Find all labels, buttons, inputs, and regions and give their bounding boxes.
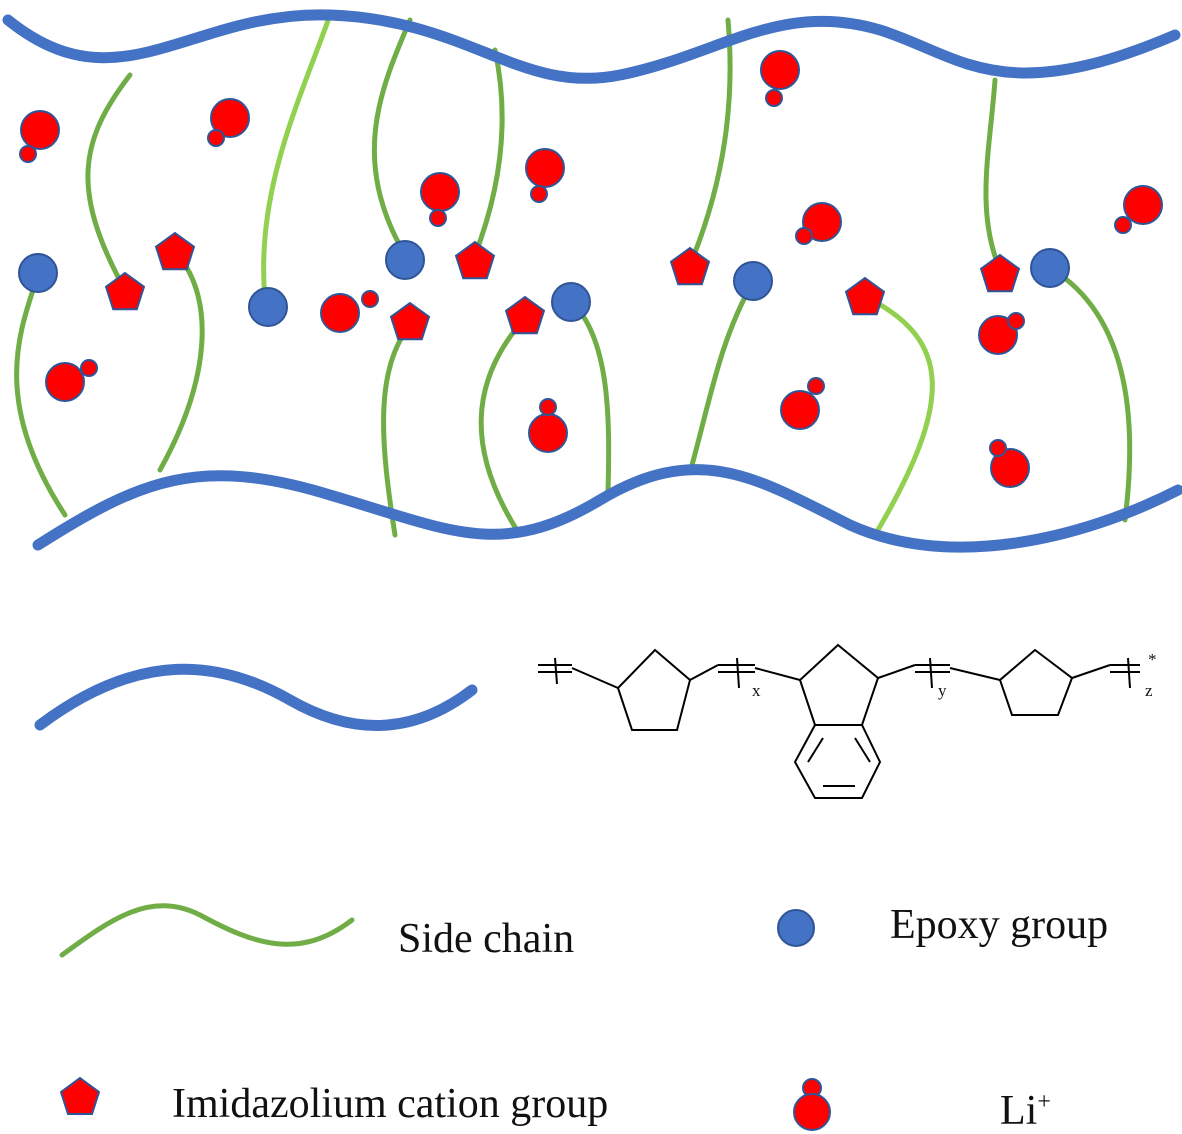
red-double-circle-icon [793,1078,831,1131]
side-chain [261,12,333,303]
imidazolium-cation-group [454,240,496,280]
side-chain [1047,265,1133,523]
imidazolium-cation-group [979,253,1021,293]
chain-end-mark: * [1148,650,1157,669]
side-chain [371,17,413,258]
imidazolium-cation-group [504,295,546,335]
subscript-x: x [752,681,761,700]
top-backbone [2,9,1181,84]
backbones [2,9,1182,553]
epoxy-group-label: Epoxy group [890,902,1109,948]
side-chain [983,77,1003,273]
cyclopentane-ring [616,648,692,731]
subscript-z: z [1145,681,1153,700]
cation-groups [104,231,1021,341]
li-ion [45,359,98,402]
blue-circle-icon [777,909,815,947]
li-charge: + [1037,1089,1051,1115]
imidazolium-cation-group-label: Imidazolium cation group [172,1081,609,1127]
side-chains [14,12,1133,538]
li-groups [19,50,1163,488]
epoxy-group [248,287,288,327]
imidazolium-cation-group [389,301,431,341]
epoxy-group [385,240,425,280]
li-ion [760,50,800,107]
li-ion [525,148,565,203]
indane-five-ring [798,643,880,726]
side-chain [157,252,205,473]
side-chain [472,47,505,258]
epoxy-group [18,253,58,293]
side-chain [14,272,68,518]
side-chain [865,295,935,538]
chemical-structure [538,643,1140,799]
backbone-legend-wave [34,663,478,731]
epoxy-group [1030,248,1070,288]
subscript-y: y [938,681,947,700]
epoxy-group [551,282,591,322]
imidazolium-cation-group [844,276,886,316]
side-chain [85,72,133,293]
side-chain [687,17,733,268]
li-ion [19,110,60,163]
side-chain [381,322,413,538]
bottom-backbone [32,464,1182,553]
red-pentagon-icon [59,1076,101,1115]
side-chain [478,315,528,538]
li-ion [989,439,1030,488]
side-chain [689,279,756,468]
green-wave-icon [59,903,355,958]
imidazolium-cation-group [104,271,146,311]
imidazolium-cation-group [154,231,196,271]
cyclopentane-ring [998,648,1074,716]
li-ion [1114,185,1163,234]
li-ion [420,172,460,227]
li-ion [795,202,842,245]
benzene-ring [793,724,882,799]
epoxy-group [733,261,773,301]
li-symbol: Li [1000,1088,1038,1134]
li-ion [207,98,250,147]
li-ion [978,312,1025,355]
epoxy-groups [18,240,1070,327]
imidazolium-cation-group [669,246,711,286]
side-chain [569,299,612,495]
li-ion [528,398,568,453]
li-ion [780,377,825,430]
side-chain-label: Side chain [398,916,575,962]
li-ion [320,290,379,333]
li-ion-label: Li+ [1000,1090,1051,1132]
